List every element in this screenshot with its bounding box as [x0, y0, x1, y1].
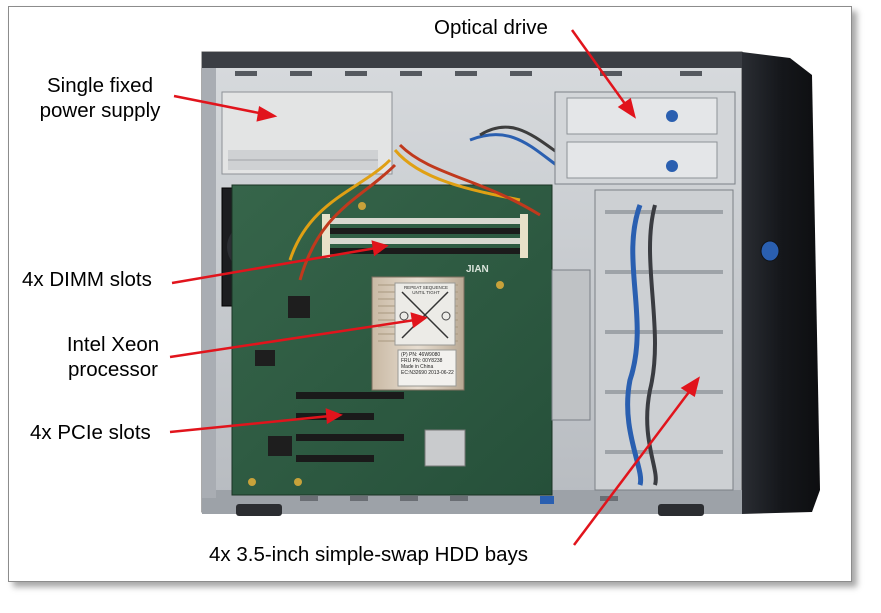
label-pcie-slots: 4x PCIe slots	[30, 421, 151, 444]
heatsink-sticker-bottom: (P) PN: 46W9080 FRU PN: 00Y8238 Made in …	[401, 352, 455, 376]
arrow-pcie-slots	[169, 414, 331, 434]
label-power-supply-line2: power supply	[39, 99, 161, 122]
arrow-processor	[169, 318, 416, 359]
label-optical-drive: Optical drive	[434, 16, 548, 39]
heatsink-made-in: Made in China	[401, 364, 434, 370]
label-processor-line1: Intel Xeon	[66, 333, 160, 356]
processor-heatsink	[371, 276, 465, 391]
front-bezel	[742, 52, 820, 514]
label-power-supply: Single fixed power supply	[30, 73, 170, 123]
label-dimm-slots: 4x DIMM slots	[22, 268, 152, 291]
label-power-supply-line1: Single fixed	[47, 74, 153, 97]
callout-arrows	[169, 29, 700, 546]
power-supply	[221, 91, 393, 175]
drive-cage	[551, 91, 736, 491]
arrow-power-supply	[173, 94, 265, 116]
arrow-dimm-slots	[171, 246, 377, 285]
label-processor-line2: processor	[67, 358, 158, 381]
heatsink-pn: (P) PN: 46W9080	[401, 352, 441, 358]
board-silkscreen: JIAN	[466, 264, 489, 275]
heatsink-fru: FRU PN: 00Y8238	[401, 358, 443, 364]
motherboard	[231, 184, 553, 496]
heatsink-sticker-line2: UNTIL TIGHT	[412, 290, 440, 295]
arrow-hdd-bays	[573, 387, 693, 546]
heatsink-sticker-top: REPEAT SEQUENCE UNTIL TIGHT	[400, 285, 452, 295]
label-processor: Intel Xeon processor	[50, 332, 176, 382]
heatsink-sticker-line1: REPEAT SEQUENCE	[403, 285, 449, 290]
heatsink-ec: EC:N32690 2013-06-22	[401, 370, 454, 376]
label-hdd-bays: 4x 3.5-inch simple-swap HDD bays	[209, 543, 529, 566]
arrow-optical-drive	[570, 29, 630, 109]
dimm-slots	[322, 214, 528, 258]
